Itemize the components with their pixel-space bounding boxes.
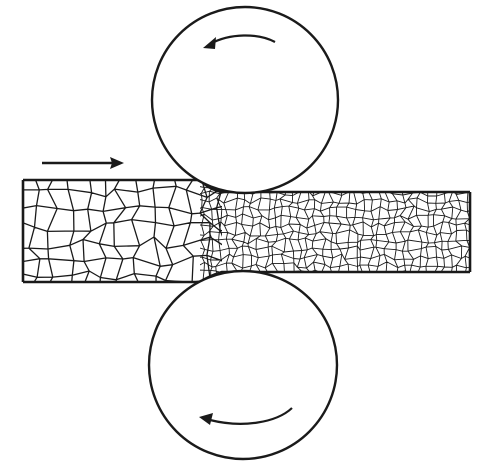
lower-roll bbox=[149, 271, 337, 459]
feed-direction-arrow-icon bbox=[42, 157, 124, 169]
lower-roll-outline bbox=[149, 271, 337, 459]
upper-roll bbox=[152, 7, 338, 193]
